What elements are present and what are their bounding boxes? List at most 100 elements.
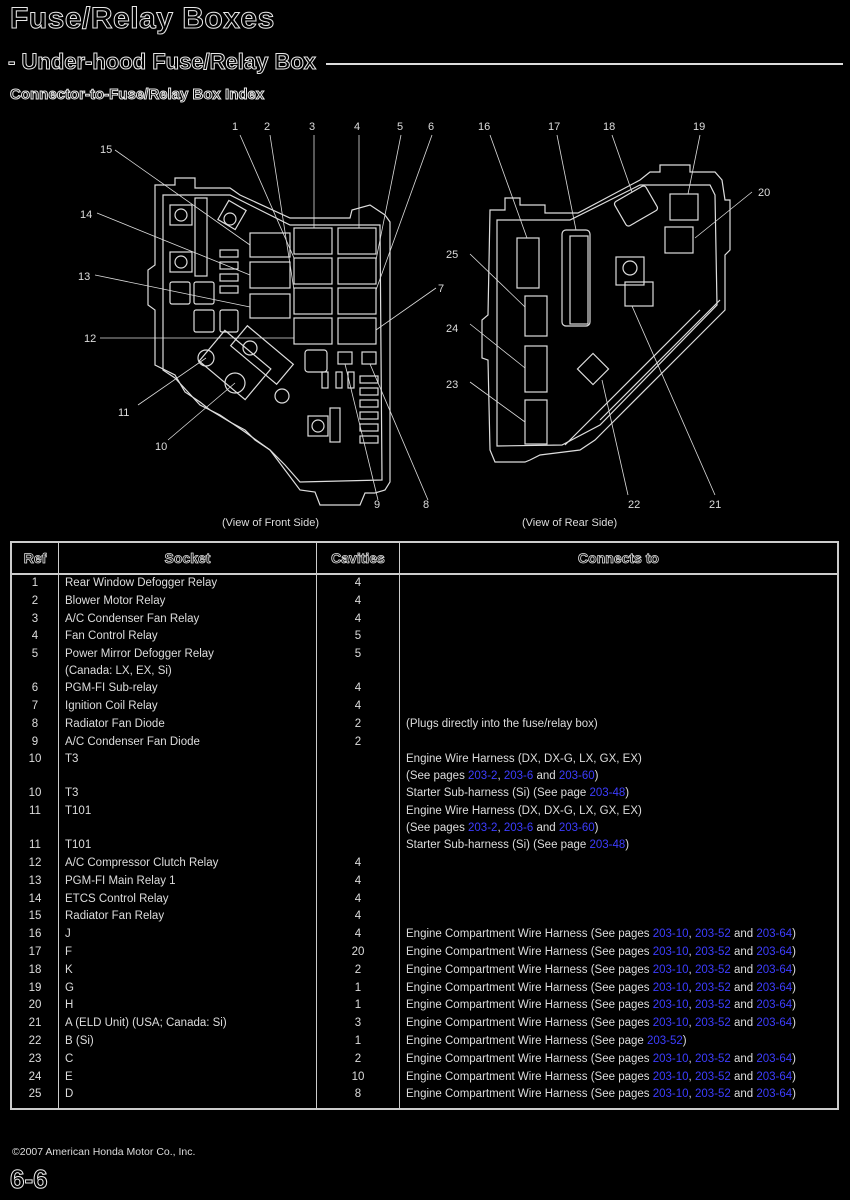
callout-23: 23: [446, 379, 458, 391]
page-link[interactable]: 203-64: [756, 945, 793, 958]
socket-name: K: [65, 963, 73, 976]
socket-name: Blower Motor Relay: [65, 594, 166, 607]
page-title: Fuse/Relay Boxes: [10, 2, 275, 36]
callout-1: 1: [232, 121, 238, 133]
connects-text: Starter Sub-harness (Si) (See page: [406, 787, 590, 800]
page-link[interactable]: 203-10: [652, 1088, 689, 1101]
page-link[interactable]: 203-10: [652, 1017, 689, 1030]
page-link[interactable]: 203-2: [468, 770, 498, 783]
page-link[interactable]: 203-48: [589, 787, 626, 800]
connects-text: (Plugs directly into the fuse/relay box): [406, 717, 598, 730]
page-link[interactable]: 203-64: [756, 999, 793, 1012]
ref-cell: 8: [10, 715, 59, 734]
page-link[interactable]: 203-52: [694, 999, 731, 1012]
socket-name: T101: [65, 805, 92, 818]
socket-cell: E: [58, 1068, 317, 1087]
connects-text: Engine Compartment Wire Harness (See pag…: [406, 1017, 653, 1030]
cavities-cell: [316, 837, 400, 855]
socket-cell: T3: [58, 751, 317, 786]
cavities-cell: 8: [316, 1086, 400, 1110]
page-link[interactable]: 203-52: [694, 928, 731, 941]
socket-name: H: [65, 999, 74, 1012]
page-link[interactable]: 203-52: [646, 1034, 683, 1047]
page-link[interactable]: 203-52: [694, 981, 731, 994]
page-link[interactable]: 203-64: [756, 1017, 793, 1030]
page-link[interactable]: 203-10: [652, 928, 689, 941]
callout-18: 18: [603, 121, 615, 133]
connects-cell: [399, 628, 839, 647]
page-link[interactable]: 203-64: [756, 928, 793, 941]
page-link[interactable]: 203-60: [558, 770, 595, 783]
connects-cell: Starter Sub-harness (Si) (See page 203-4…: [399, 837, 839, 855]
socket-cell: A/C Compressor Clutch Relay: [58, 854, 317, 873]
page-link[interactable]: 203-64: [756, 963, 793, 976]
page-link[interactable]: 203-64: [756, 981, 793, 994]
page-link[interactable]: 203-6: [503, 770, 534, 783]
page-link[interactable]: 203-10: [652, 999, 689, 1012]
page-link[interactable]: 203-10: [652, 945, 689, 958]
page-link[interactable]: 203-52: [694, 945, 731, 958]
connects-end: ): [682, 1034, 687, 1047]
ref-cell: 10: [10, 785, 59, 804]
callout-12: 12: [84, 333, 96, 345]
socket-cell: J: [58, 926, 317, 944]
callout-25: 25: [446, 249, 458, 261]
socket-cell: PGM-FI Main Relay 1: [58, 872, 317, 891]
socket-name: PGM-FI Sub-relay: [65, 682, 158, 695]
socket-cell: K: [58, 961, 317, 980]
socket-cell: Power Mirror Defogger Relay(Canada: LX, …: [58, 646, 317, 681]
callout-2: 2: [264, 121, 270, 133]
cavities-cell: 4: [316, 574, 400, 593]
page-link[interactable]: 203-60: [558, 822, 595, 835]
connects-text: Engine Compartment Wire Harness (See pag…: [406, 945, 653, 958]
connects-note-end: ): [594, 770, 599, 783]
cavities-cell: 4: [316, 890, 400, 909]
cavities-cell: 2: [316, 715, 400, 734]
page-link[interactable]: 203-52: [694, 1017, 731, 1030]
page-link[interactable]: 203-2: [468, 822, 498, 835]
connects-cell: Engine Compartment Wire Harness (See pag…: [399, 1015, 839, 1033]
ref-cell: 11: [10, 837, 59, 855]
callout-13: 13: [78, 271, 90, 283]
page-link[interactable]: 203-64: [756, 1052, 793, 1065]
connects-text: Engine Compartment Wire Harness (See pag…: [406, 963, 653, 976]
connects-note: (See pages: [406, 770, 469, 783]
page-link[interactable]: 203-10: [652, 1052, 689, 1065]
page-link[interactable]: 203-52: [694, 963, 731, 976]
socket-name: C: [65, 1052, 74, 1065]
ref-cell: 2: [10, 592, 59, 611]
ref-cell: 11: [10, 803, 59, 838]
callout-4: 4: [354, 121, 360, 133]
page-link[interactable]: 203-6: [503, 822, 534, 835]
ref-cell: 6: [10, 680, 59, 698]
socket-name: T101: [65, 839, 92, 852]
page-link[interactable]: 203-52: [694, 1070, 731, 1083]
page-link[interactable]: 203-64: [756, 1088, 793, 1101]
callout-6: 6: [428, 121, 434, 133]
socket-name: PGM-FI Main Relay 1: [65, 874, 176, 887]
connects-cell: Engine Compartment Wire Harness (See pag…: [399, 979, 839, 998]
connects-cell: [399, 574, 839, 593]
copyright: ©2007 American Honda Motor Co., Inc.: [12, 1146, 196, 1158]
page-link[interactable]: 203-10: [652, 1070, 689, 1083]
socket-name: E: [65, 1070, 73, 1083]
socket-cell: ETCS Control Relay: [58, 890, 317, 909]
subtitle-row: - Under-hood Fuse/Relay Box: [7, 47, 843, 77]
page-link[interactable]: 203-64: [756, 1070, 793, 1083]
page-link[interactable]: 203-52: [694, 1052, 731, 1065]
cavities-cell: 1: [316, 1032, 400, 1051]
connects-cell: Engine Compartment Wire Harness (See pag…: [399, 961, 839, 980]
ref-cell: 21: [10, 1015, 59, 1033]
page-link[interactable]: 203-52: [694, 1088, 731, 1101]
page-link[interactable]: 203-10: [652, 981, 689, 994]
rear-caption: (View of Rear Side): [522, 517, 617, 529]
connects-end: ): [625, 787, 630, 800]
callout-11: 11: [118, 407, 129, 419]
page-link[interactable]: 203-48: [589, 839, 626, 852]
page-link[interactable]: 203-10: [652, 963, 689, 976]
